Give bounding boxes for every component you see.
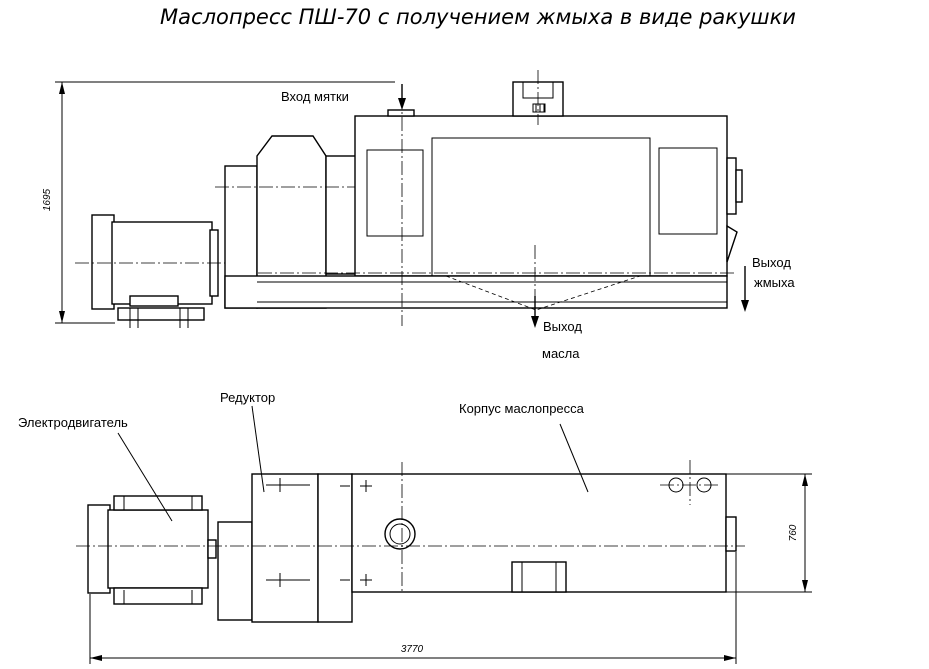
height-dimension: 1695: [42, 81, 395, 324]
inlet-arrow: Вход мятки: [281, 84, 406, 110]
motor-leader: Электродвигатель: [18, 415, 173, 522]
top-view: Электродвигатель Редуктор Корпус маслопр…: [18, 390, 812, 664]
height-dimension-value: 1695: [42, 188, 53, 211]
length-dimension: 3770: [89, 552, 737, 664]
width-dimension-value: 760: [788, 524, 799, 541]
motor-label: Электродвигатель: [18, 415, 128, 430]
top-reducer: [217, 473, 353, 623]
oil-outlet-arrow: Выход масла: [531, 296, 582, 361]
cake-outlet-arrow: Выход жмыха: [741, 255, 795, 312]
oil-outlet-label-1: Выход: [543, 319, 582, 334]
side-motor: [75, 214, 232, 328]
length-dimension-value: 3770: [401, 644, 424, 655]
cake-outlet-label-2: жмыха: [754, 275, 795, 290]
cake-outlet-label-1: Выход: [752, 255, 791, 270]
width-dimension: 760: [726, 473, 812, 593]
top-motor: [87, 495, 217, 605]
side-press-body: [224, 70, 743, 326]
body-leader: Корпус маслопресса: [459, 401, 589, 493]
reducer-leader: Редуктор: [220, 390, 275, 493]
body-label: Корпус маслопресса: [459, 401, 585, 416]
reducer-label: Редуктор: [220, 390, 275, 405]
input-label: Вход мятки: [281, 89, 349, 104]
side-view: 1695: [42, 70, 795, 361]
top-press-body: [351, 460, 737, 593]
oil-outlet-label-2: масла: [542, 346, 580, 361]
drawing-title: Маслопресс ПШ-70 с получением жмыха в ви…: [160, 5, 796, 29]
